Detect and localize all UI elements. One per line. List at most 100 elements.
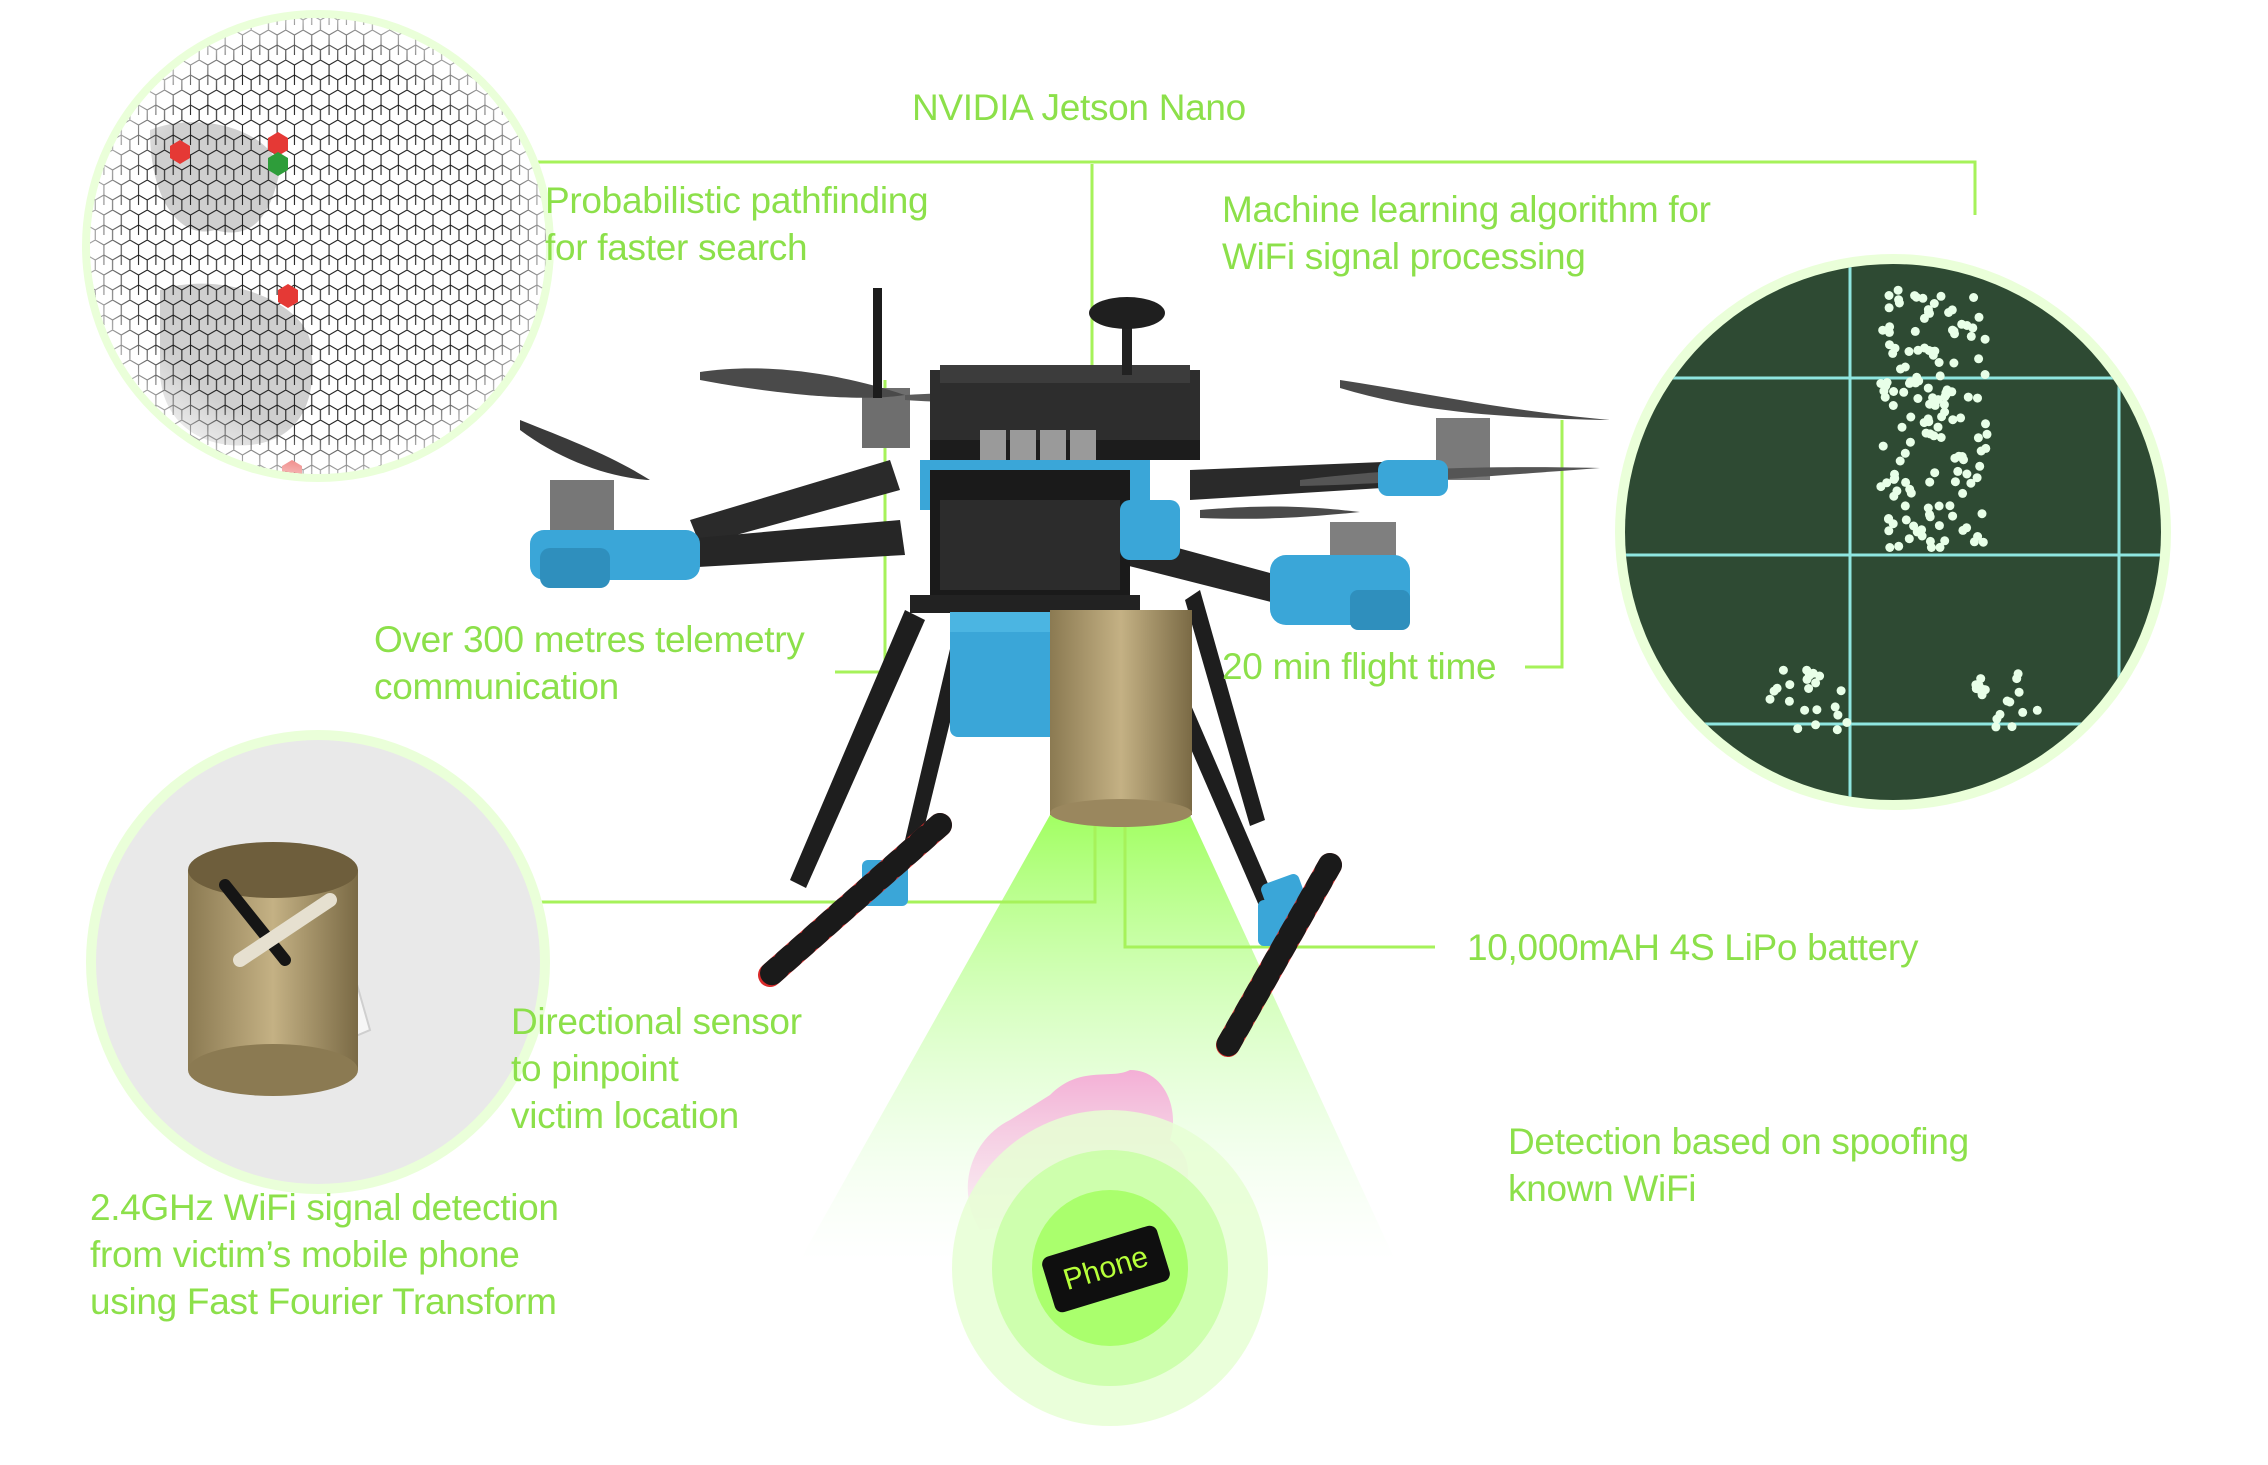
- scatter-dot: [1962, 321, 1972, 330]
- scatter-dot: [1919, 418, 1929, 428]
- scatter-dot: [1879, 386, 1889, 396]
- scatter-dot: [1948, 415, 1958, 425]
- scatter-dot: [1784, 696, 1794, 706]
- detection-beam: [800, 815, 1395, 1260]
- scatter-dot: [2012, 674, 2022, 684]
- scatter-dot: [1948, 511, 1958, 521]
- scatter-dot: [1900, 501, 1910, 511]
- label-battery: 10,000mAH 4S LiPo battery: [1467, 927, 1919, 968]
- scatter-dot: [1925, 477, 1935, 487]
- scatter-dot: [1885, 322, 1895, 332]
- scatter-dot: [1935, 542, 1945, 552]
- scatter-dot: [1974, 312, 1984, 322]
- scatter-dot: [1974, 354, 1984, 364]
- scatter-dot: [1884, 291, 1894, 300]
- scatter-dot: [1933, 422, 1943, 432]
- scatter-dot: [1980, 334, 1990, 344]
- scatter-dot: [1765, 694, 1775, 704]
- scatter-dot: [1958, 488, 1968, 498]
- label-processor: NVIDIA Jetson Nano: [912, 87, 1246, 128]
- signal-scatter-plot-icon: [1615, 254, 2171, 810]
- scatter-dot: [2002, 696, 2012, 706]
- scatter-dot: [1830, 702, 1840, 712]
- scatter-dot: [1778, 665, 1788, 675]
- scatter-dot: [1944, 308, 1954, 317]
- scatter-dot: [1930, 468, 1940, 478]
- scatter-dot: [1889, 387, 1899, 396]
- scatter-dot: [1966, 331, 1976, 341]
- scatter-dot: [1905, 437, 1915, 447]
- scatter-dot: [1804, 684, 1814, 693]
- scatter-dot: [1913, 345, 1923, 355]
- scatter-dot: [1896, 364, 1905, 374]
- scatter-dot: [1934, 358, 1944, 367]
- scatter-dot: [1958, 525, 1968, 535]
- scatter-dot: [1978, 537, 1988, 547]
- scatter-dot: [1894, 295, 1904, 305]
- scatter-dot: [1836, 686, 1846, 696]
- scatter-dot: [1956, 413, 1966, 423]
- scatter-dot: [1878, 441, 1888, 451]
- scatter-dot: [1929, 299, 1939, 308]
- scatter-dot: [1882, 478, 1892, 488]
- scatter-dot: [1812, 705, 1822, 715]
- scatter-dot: [1897, 422, 1907, 432]
- scatter-dot: [1811, 720, 1821, 730]
- scatter-dot: [1973, 393, 1982, 403]
- scatter-dot: [1926, 543, 1936, 552]
- scatter-dot: [1936, 291, 1946, 301]
- scatter-dot: [2018, 707, 2028, 717]
- scatter-dot: [1963, 392, 1973, 402]
- scatter-dot: [1973, 532, 1983, 541]
- scatter-dot: [1802, 665, 1812, 675]
- scatter-dot: [1966, 478, 1976, 488]
- scatter-dot: [1925, 429, 1935, 439]
- scatter-dot: [1953, 466, 1963, 476]
- scatter-dot: [1934, 521, 1944, 531]
- hexagon-grid-map-icon: [82, 10, 554, 482]
- scatter-dot: [1900, 448, 1910, 458]
- scatter-dot: [1975, 461, 1985, 471]
- scatter-dot: [1936, 433, 1946, 442]
- scatter-dot: [1800, 705, 1810, 715]
- line-directional: [470, 820, 1097, 904]
- scatter-dot: [1909, 521, 1919, 531]
- scatter-dot: [1811, 678, 1821, 688]
- scatter-dot: [1905, 484, 1915, 494]
- scatter-dot: [1910, 326, 1920, 336]
- scatter-dot: [1904, 534, 1914, 544]
- scatter-dot: [1815, 671, 1825, 681]
- line-processor: [490, 160, 1977, 215]
- directional-antenna-icon: [86, 730, 550, 1194]
- label-flight-time: 20 min flight time: [1222, 646, 1497, 687]
- scatter-dot: [1950, 329, 1959, 339]
- scatter-dot: [1976, 674, 1986, 684]
- scatter-dot: [1906, 412, 1916, 422]
- scatter-dot: [1981, 443, 1991, 453]
- scatter-dot: [1981, 419, 1990, 429]
- scatter-dot: [2007, 722, 2017, 732]
- scatter-dot: [1772, 683, 1782, 693]
- scatter-dot: [1901, 477, 1911, 487]
- scatter-dot: [1890, 469, 1899, 479]
- scatter-dot: [1832, 725, 1842, 735]
- scatter-dot: [1950, 477, 1960, 487]
- scatter-dot: [1949, 358, 1959, 368]
- scatter-dot: [1934, 501, 1944, 511]
- scatter-dot: [1885, 340, 1894, 350]
- scatter-dot: [1894, 541, 1904, 551]
- scatter-dot: [1972, 473, 1982, 483]
- scatter-dot: [1917, 525, 1927, 535]
- scatter-dot: [1833, 710, 1843, 720]
- scatter-dot: [1904, 347, 1914, 356]
- scatter-dot: [1893, 285, 1903, 295]
- scatter-dot: [1977, 509, 1987, 519]
- scatter-dot: [1954, 451, 1964, 461]
- scatter-dot: [1884, 303, 1894, 313]
- scatter-dot: [1918, 293, 1928, 303]
